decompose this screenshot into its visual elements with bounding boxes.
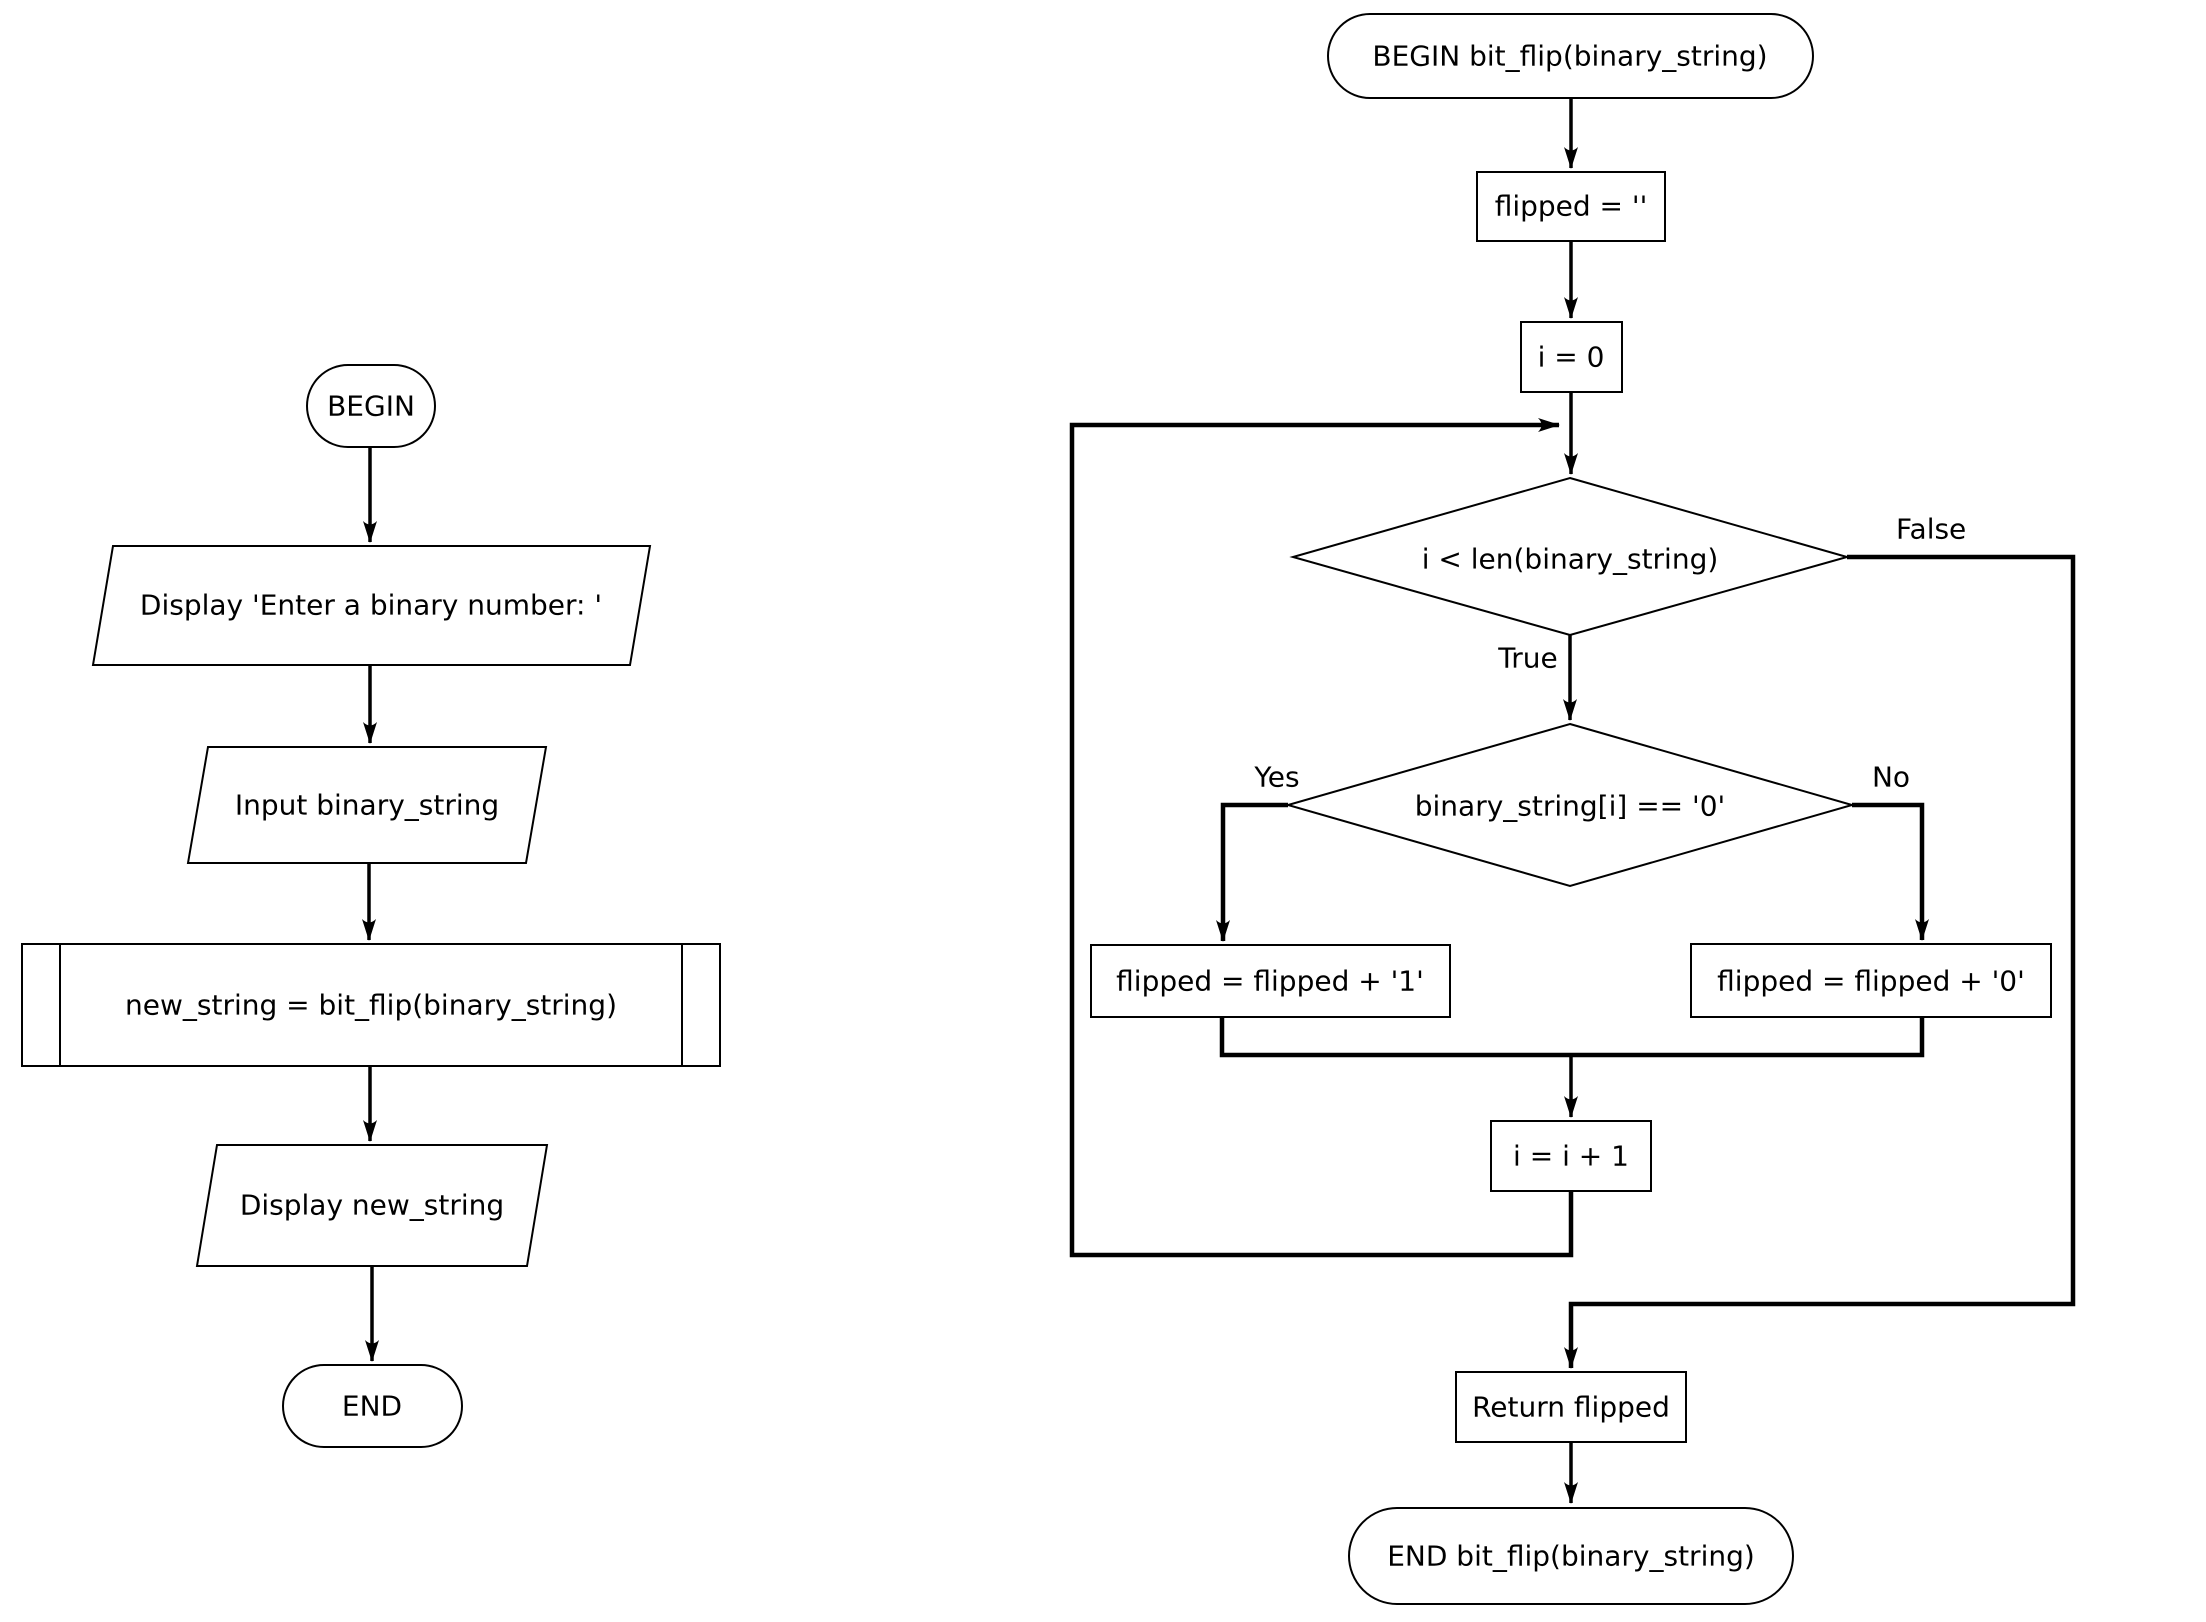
func-append-zero-process (1690, 943, 2052, 1018)
edge-label-false: False (1896, 513, 1966, 546)
edge-func-branch-yes (1216, 802, 1288, 942)
main-display-prompt-label: Display 'Enter a binary number: ' (140, 589, 602, 622)
func-append-one-process (1090, 944, 1451, 1018)
func-loop-condition-label: i < len(binary_string) (1422, 543, 1719, 576)
func-increment-process (1490, 1120, 1652, 1192)
func-init-i-label: i = 0 (1538, 341, 1605, 374)
edge-func-loop-back (1069, 418, 1574, 1258)
func-branch-condition-decision (1284, 722, 1856, 888)
func-append-one-label: flipped = flipped + '1' (1116, 965, 1424, 998)
main-call-label: new_string = bit_flip(binary_string) (125, 989, 617, 1022)
func-begin-label: BEGIN bit_flip(binary_string) (1372, 40, 1767, 73)
func-return-label: Return flipped (1472, 1391, 1670, 1424)
func-append-zero-label: flipped = flipped + '0' (1717, 965, 2025, 998)
main-end-terminator (282, 1364, 463, 1448)
func-return-process (1455, 1371, 1687, 1443)
func-init-flipped-label: flipped = '' (1495, 190, 1648, 223)
main-display-result-io (195, 1144, 549, 1267)
edge-label-no: No (1872, 761, 1910, 794)
func-increment-label: i = i + 1 (1513, 1140, 1629, 1173)
main-end-label: END (342, 1390, 402, 1423)
main-input-label: Input binary_string (235, 789, 499, 822)
edge-func-branch-merge (1219, 1017, 1925, 1058)
main-begin-label: BEGIN (327, 390, 415, 423)
func-branch-condition-label: binary_string[i] == '0' (1415, 790, 1725, 823)
func-end-label: END bit_flip(binary_string) (1387, 1540, 1755, 1573)
main-input-io (186, 746, 548, 864)
main-call-predefined-process (21, 943, 721, 1067)
func-end-terminator (1348, 1507, 1794, 1605)
edge-label-yes: Yes (1253, 761, 1299, 794)
main-display-prompt-io (91, 545, 652, 666)
edge-func-loop-false (1564, 554, 2076, 1369)
edge-label-true: True (1497, 642, 1557, 675)
main-display-result-label: Display new_string (240, 1189, 504, 1222)
edge-func-branch-no (1852, 802, 1929, 941)
